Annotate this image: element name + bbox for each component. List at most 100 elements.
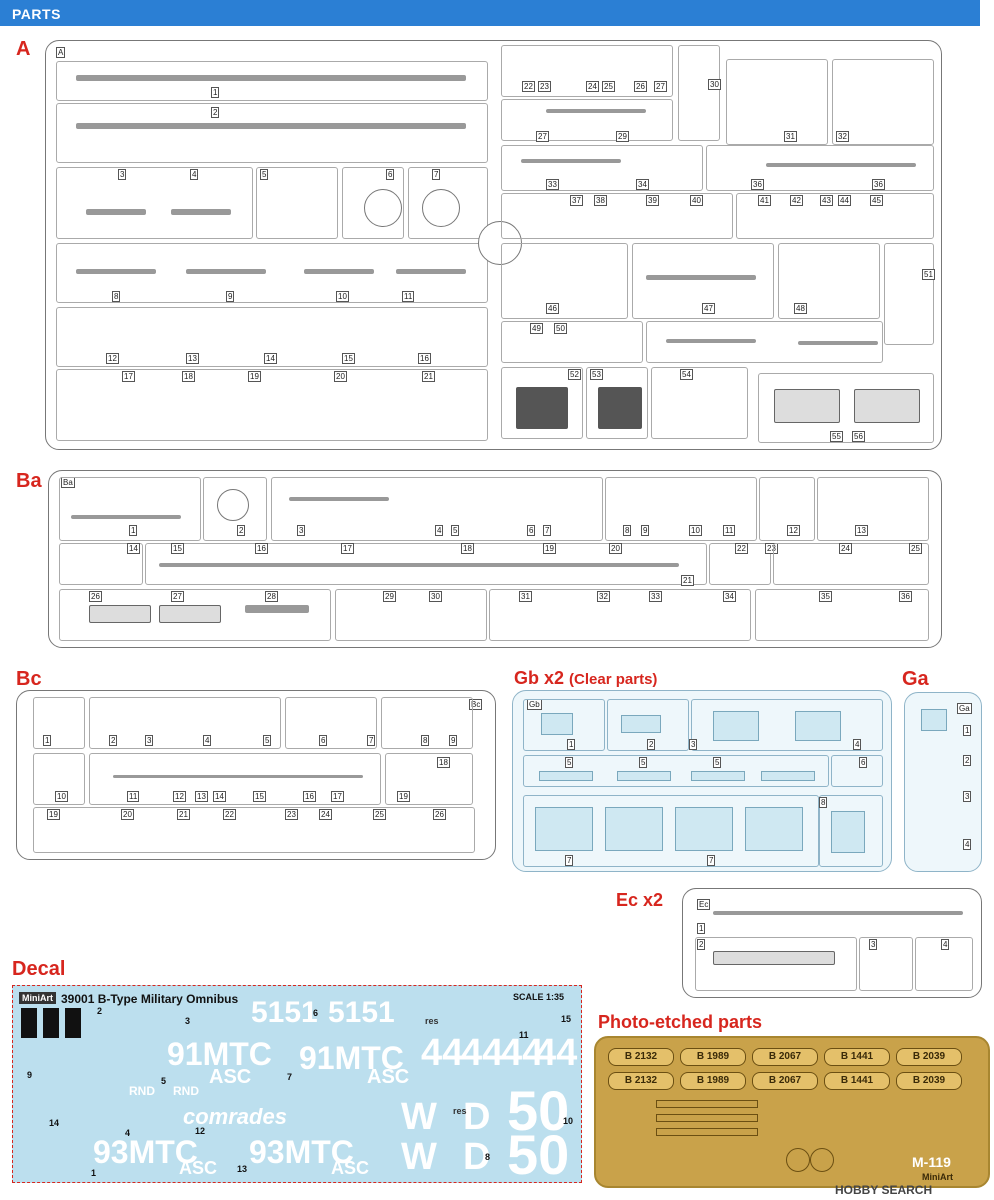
panel-part [159,605,221,623]
part-number: 40 [690,195,703,206]
part-number: 50 [554,323,567,334]
decal-marking: D [463,1096,491,1138]
sprue-cell [859,937,913,991]
part-number: 14 [127,543,140,554]
part-number: 23 [538,81,551,92]
part-number: 30 [429,591,442,602]
part-number: 1 [129,525,138,536]
part-number: 2 [211,107,220,118]
sprue-cell [632,243,774,319]
part-number: 3 [145,735,154,746]
part-number: 48 [794,303,807,314]
steering-wheel-part [217,489,249,521]
decal-marking: res [453,1106,467,1116]
decal-label: Decal [12,958,66,980]
sprue-a-label: A [16,38,31,60]
part-number: 13 [186,353,199,364]
decal-callout: 11 [519,1030,529,1040]
decal-callout: 9 [27,1070,33,1080]
sprue-gb-title: Gb x2 [514,668,565,688]
decal-callout: 14 [49,1118,60,1128]
part-number: 43 [820,195,833,206]
part-number: 13 [855,525,868,536]
part-number: 16 [303,791,316,802]
part-number: 23 [285,809,298,820]
license-plate: B 1989 [680,1072,746,1090]
part-number: 45 [870,195,883,206]
part-number: 25 [373,809,386,820]
leaf-spring-part [304,269,374,274]
part-number: 5 [451,525,460,536]
part-number: 19 [543,543,556,554]
leaf-spring-part [76,269,156,274]
part-number: 3 [869,939,878,950]
sprue-cell [915,937,973,991]
part-number: 47 [702,303,715,314]
license-plate: B 2132 [608,1048,674,1066]
part-number: 29 [616,131,629,142]
part-number: 38 [594,195,607,206]
sprue-gb: Gb 1 2 3 4 5 5 5 6 7 7 8 [512,690,892,872]
decal-marking: comrades [183,1104,287,1129]
sprue-ec: Ec 1 2 3 4 [682,888,982,998]
part-number: 26 [634,81,647,92]
sprue-cell [523,795,819,867]
part-number: 20 [609,543,622,554]
sprue-cell [817,477,929,541]
part-number: 4 [853,739,862,750]
decal-marking: RND [129,1084,155,1098]
sprue-cell [271,477,603,541]
part-number: 12 [787,525,800,536]
decal-marking: 93MTC [249,1134,354,1170]
sprue-ba-label: Ba [16,470,42,492]
part-number: 28 [265,591,278,602]
part-number: 11 [127,791,140,802]
part-number: 33 [546,179,559,190]
license-plate: B 2067 [752,1072,818,1090]
decal-marking: 50 [507,1123,570,1186]
sprue-cell [501,321,643,363]
window-pane-part [675,807,733,851]
part-number: 11 [402,291,415,302]
part-number: 4 [203,735,212,746]
license-plate: B 1441 [824,1048,890,1066]
sprue-cell [605,477,757,541]
part-number: 27 [536,131,549,142]
sprue-ga: Ga 1 2 3 4 [904,692,982,872]
part-number: 53 [590,369,603,380]
sprue-cell [726,59,828,145]
part-number: 8 [623,525,632,536]
part-number: 18 [182,371,195,382]
part-number: 7 [432,169,441,180]
part-number: 46 [546,303,559,314]
sprue-cell [489,589,751,641]
sprue-cell [831,755,883,787]
part-number: 4 [941,939,950,950]
panel-part [245,605,309,613]
sprue-cell [59,543,143,585]
toolbox-part [854,389,920,423]
window-pane-part [541,713,573,735]
part-number: 2 [237,525,246,536]
part-number: 54 [680,369,693,380]
part-number: 34 [723,591,736,602]
decal-marking: 50 [507,1079,570,1142]
sprue-cell [758,373,934,443]
part-number: 49 [530,323,543,334]
sprue-cell [523,699,605,751]
decal-callout: 8 [485,1152,491,1162]
pe-strip-part [656,1100,758,1108]
sprue-cell [56,307,488,367]
part-number: 1 [963,725,972,736]
part-number: 5 [639,757,648,768]
sprue-cell [501,145,703,191]
part-number: 55 [830,431,843,442]
part-number: 9 [226,291,235,302]
part-number: 17 [331,791,344,802]
part-number: 30 [708,79,721,90]
license-plate: B 2039 [896,1072,962,1090]
rod-part [798,341,878,345]
part-number: 6 [527,525,536,536]
part-number: 10 [689,525,702,536]
sprue-cell [89,697,281,749]
